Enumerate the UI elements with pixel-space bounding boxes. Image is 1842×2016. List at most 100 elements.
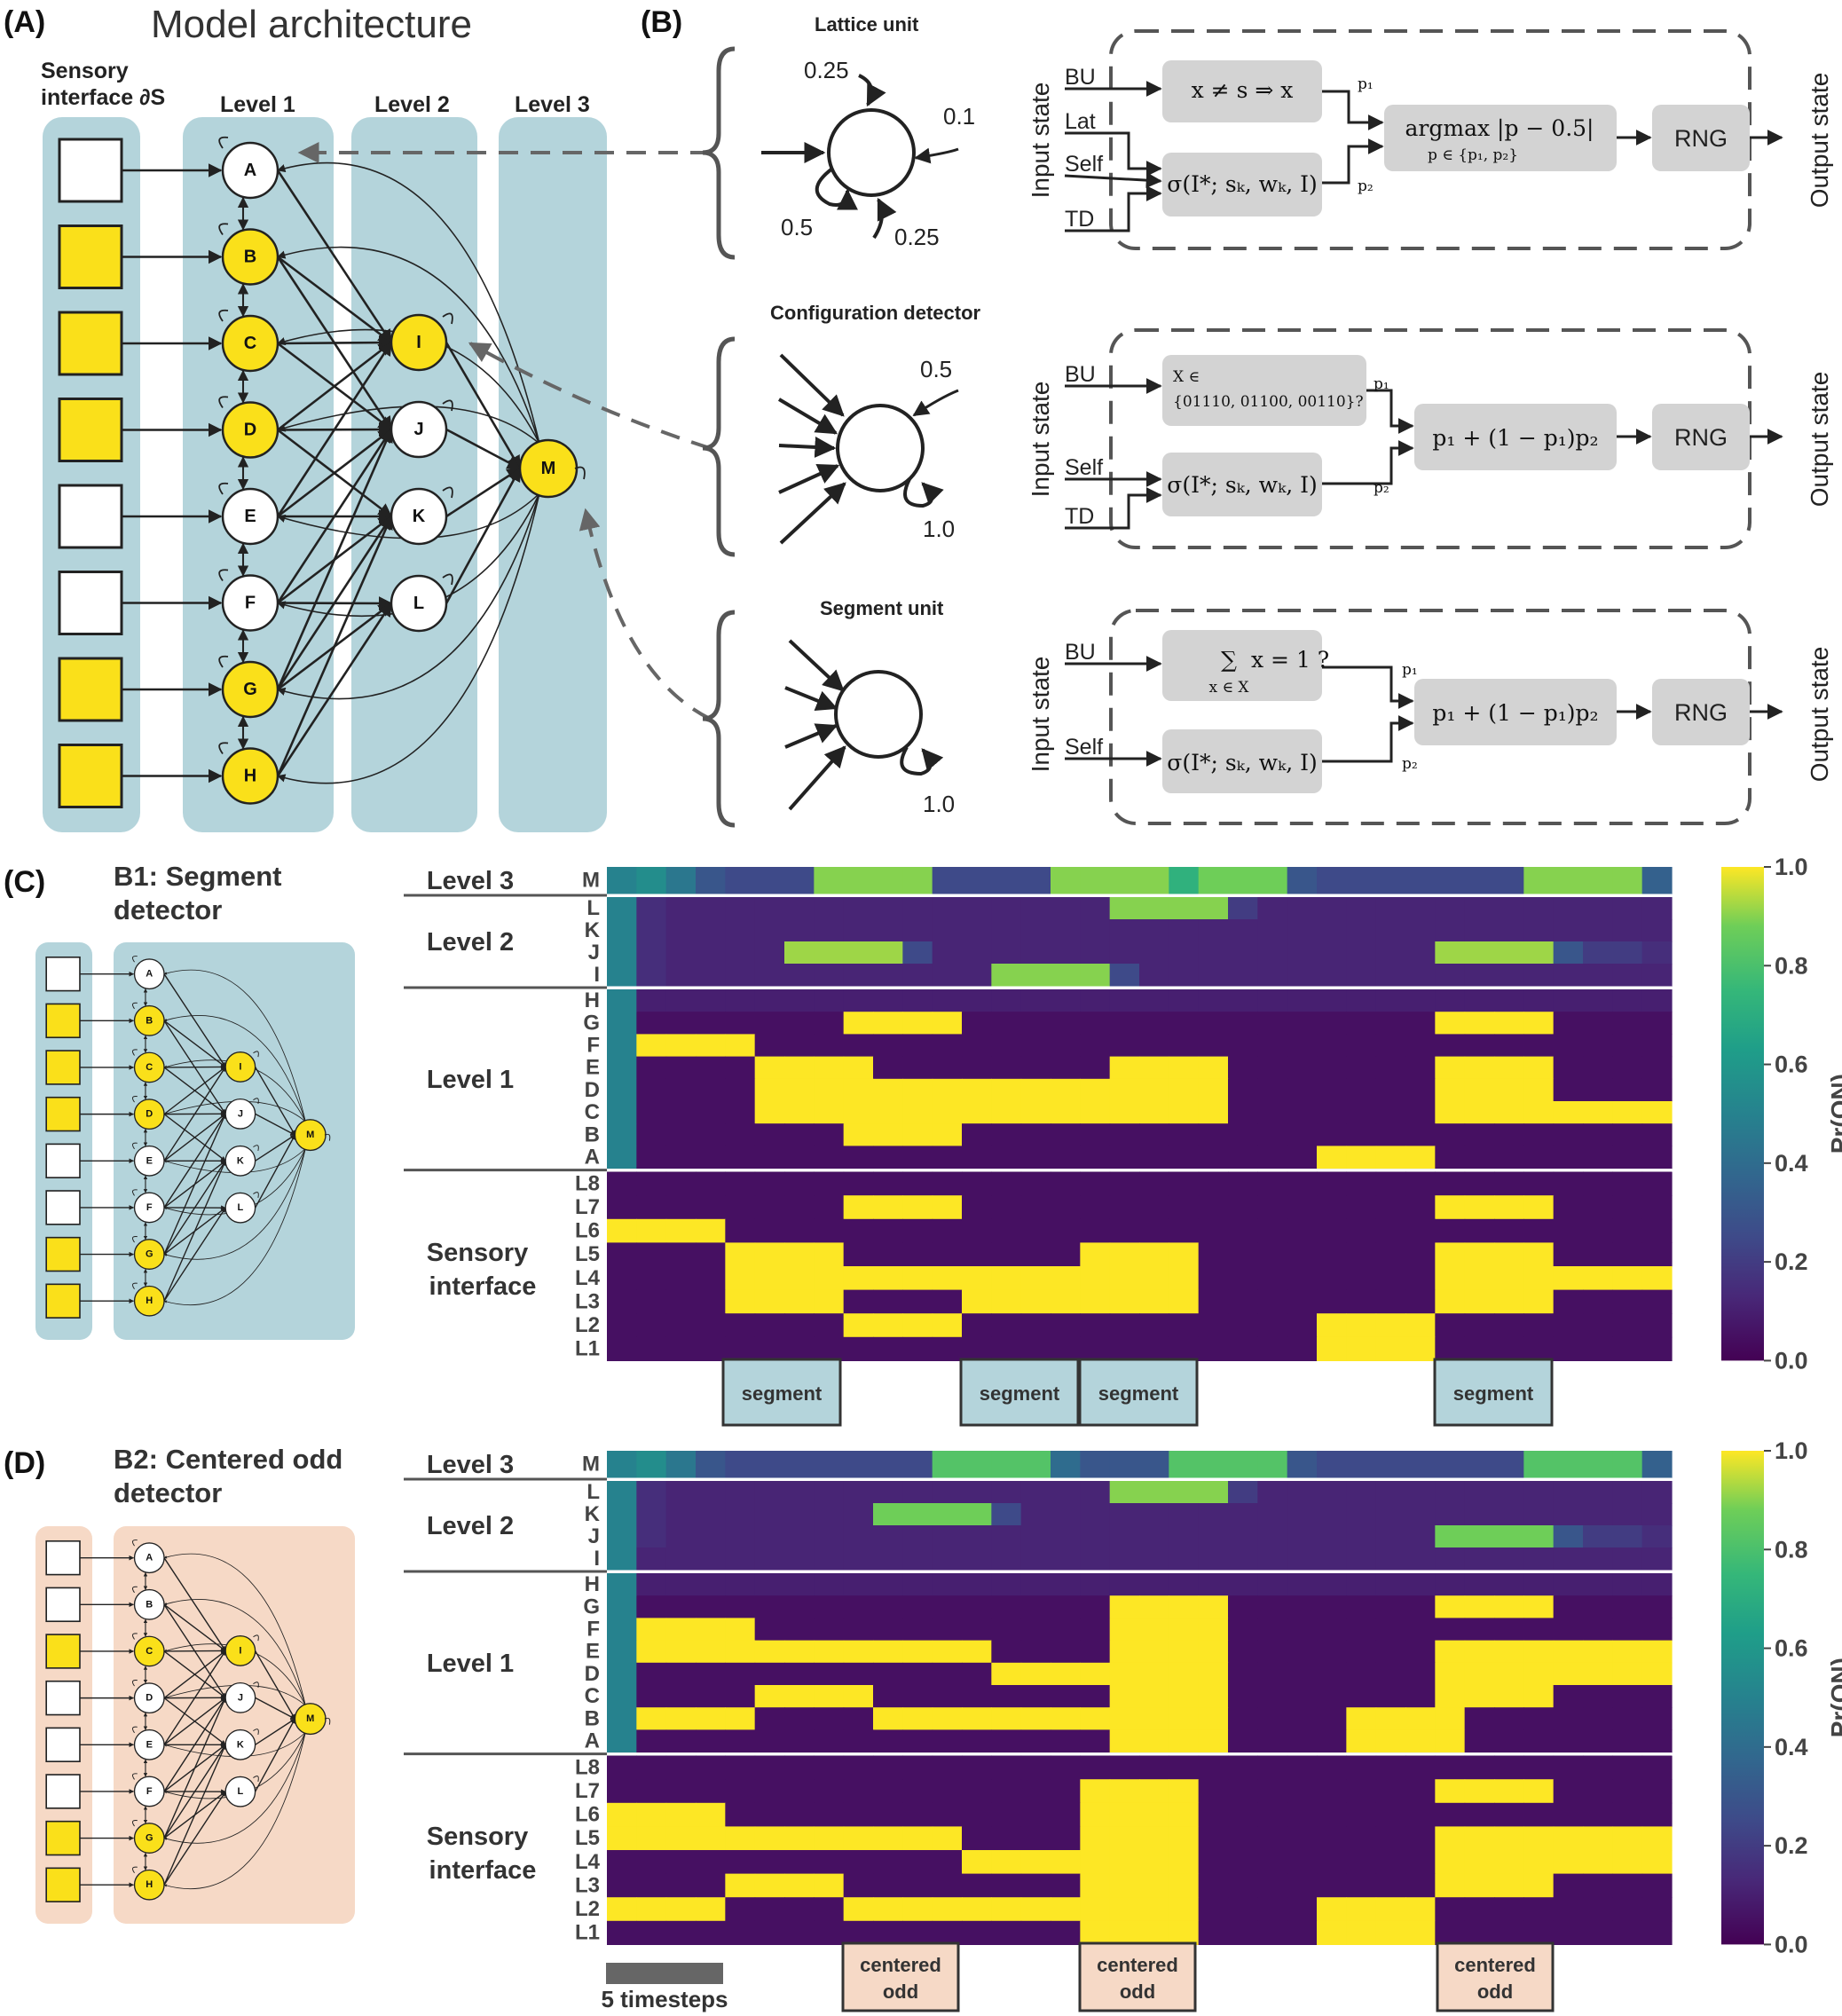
d-heat-row-label: L [586, 1480, 600, 1504]
c-heat-cell [1464, 1242, 1495, 1267]
d-heat-cell [1405, 1481, 1436, 1504]
c-heat-cell [814, 1195, 845, 1220]
c-heat-cell [932, 989, 963, 1012]
c-heat-cell [1553, 919, 1584, 942]
d-heat-cell [962, 1802, 992, 1827]
c-heat-cell [1228, 1218, 1258, 1243]
c-heat-cell [1612, 1218, 1643, 1243]
level2-title: Level 2 [374, 92, 450, 117]
d-heat-cell [1257, 1640, 1288, 1664]
d-heat-cell [1583, 1503, 1613, 1526]
c-heat-cell [1612, 1123, 1643, 1146]
d-heat-cell [1612, 1525, 1643, 1548]
d-heat-cell [873, 1729, 903, 1753]
c-heat-cell [1080, 897, 1111, 920]
d-mini-edge-td [163, 1599, 306, 1706]
c-heat-cell [636, 867, 667, 894]
d-heat-cell [1198, 1920, 1229, 1945]
d-heat-cell [962, 1873, 992, 1898]
d-heat-cell [1523, 1755, 1555, 1780]
c-heat-cell [1464, 1123, 1495, 1146]
c-heat-cell [1109, 1336, 1140, 1361]
d-heat-cell [1583, 1525, 1613, 1548]
c-heat-cell [607, 1266, 637, 1291]
c-heat-cell [696, 1195, 726, 1220]
c-heat-cell [1287, 1171, 1318, 1196]
d-heat-cell [1583, 1729, 1613, 1753]
c-heat-cell [1612, 1056, 1643, 1080]
c-heat-cell [932, 1146, 963, 1169]
c-heat-cell [1317, 1218, 1347, 1243]
c-heat-cell [1020, 1266, 1051, 1291]
d-mini-sensory-box [45, 1820, 81, 1856]
c-heat-cell [1435, 1266, 1466, 1291]
d-heat-cell [784, 1618, 815, 1642]
c-heat-cell [1435, 1195, 1466, 1220]
d-heat-cell [1494, 1897, 1524, 1922]
d-heat-cell [607, 1573, 637, 1596]
c-heat-cell [932, 1289, 963, 1314]
d-heat-cell [754, 1451, 785, 1478]
a-sensory-box [58, 224, 123, 289]
d-heat-cell [1375, 1873, 1406, 1898]
d-heat-cell [1583, 1595, 1613, 1618]
c-heat-cell [636, 1218, 667, 1243]
d-heat-cell [636, 1802, 667, 1827]
d-heat-cell [665, 1802, 697, 1827]
c-heat-cell [1109, 1195, 1140, 1220]
c-heat-cell [1464, 941, 1495, 965]
d-heat-cell [1198, 1662, 1229, 1686]
d-heat-cell [1523, 1802, 1555, 1827]
c-heat-cell [991, 964, 1022, 987]
d-heat-cell [1228, 1595, 1258, 1618]
c-heat-cell [1464, 989, 1495, 1012]
d-heat-cell [754, 1503, 785, 1526]
c-heat-cell [1198, 1289, 1229, 1314]
d-heat-cell [1375, 1662, 1406, 1686]
d-heat-cell [784, 1503, 815, 1526]
c-heat-cell [1612, 1242, 1643, 1267]
c-mini-edge-td [163, 969, 306, 1122]
segment-combine: p₁ + (1 − p₁)p₂ [1432, 700, 1598, 726]
d-heat-cell [1375, 1573, 1406, 1596]
c-heat-cell [1435, 1078, 1466, 1102]
c-heat-cell [1641, 1289, 1673, 1314]
d-heat-cell [962, 1640, 992, 1664]
d-heat-cell [1553, 1573, 1584, 1596]
c-heat-cell [1080, 1078, 1111, 1102]
c-heat-cell [991, 867, 1022, 894]
d-heat-cell [1435, 1503, 1466, 1526]
d-heat-cell [1109, 1802, 1140, 1827]
c-heat-cell [1553, 1171, 1584, 1196]
c-heat-cell [1080, 1195, 1111, 1220]
c-heat-cell [1494, 1171, 1524, 1196]
c-heat-cell [754, 919, 785, 942]
c-heat-cell [784, 941, 815, 965]
d-heat-cell [636, 1503, 667, 1526]
a-node-i [390, 313, 448, 372]
d-heat-cell [1494, 1685, 1524, 1708]
d-heat-cell [1553, 1525, 1584, 1548]
d-heat-cell [902, 1451, 933, 1478]
a-node-a [221, 141, 279, 200]
c-heat-cell [1109, 941, 1140, 965]
c-heat-cell [1169, 1266, 1200, 1291]
c-heat-cell [1553, 1289, 1584, 1314]
c-heat-cell [873, 989, 903, 1012]
c-heat-cell [1405, 1218, 1436, 1243]
d-heat-cell [1494, 1707, 1524, 1730]
d-heat-cell [902, 1547, 933, 1571]
d-heat-cell [784, 1685, 815, 1708]
d-heat-cell [1257, 1755, 1288, 1780]
d-heat-cell [814, 1503, 845, 1526]
c-heat-cell [754, 1336, 785, 1361]
d-heat-cell [962, 1662, 992, 1686]
c-heat-cell [1317, 1336, 1347, 1361]
d-heat-cell [991, 1802, 1022, 1827]
d-heat-cell [1523, 1920, 1555, 1945]
c-heat-cell [1435, 1123, 1466, 1146]
d-heat-cell [754, 1685, 785, 1708]
c-heat-cell [1080, 1146, 1111, 1169]
c-heat-cell [1198, 989, 1229, 1012]
